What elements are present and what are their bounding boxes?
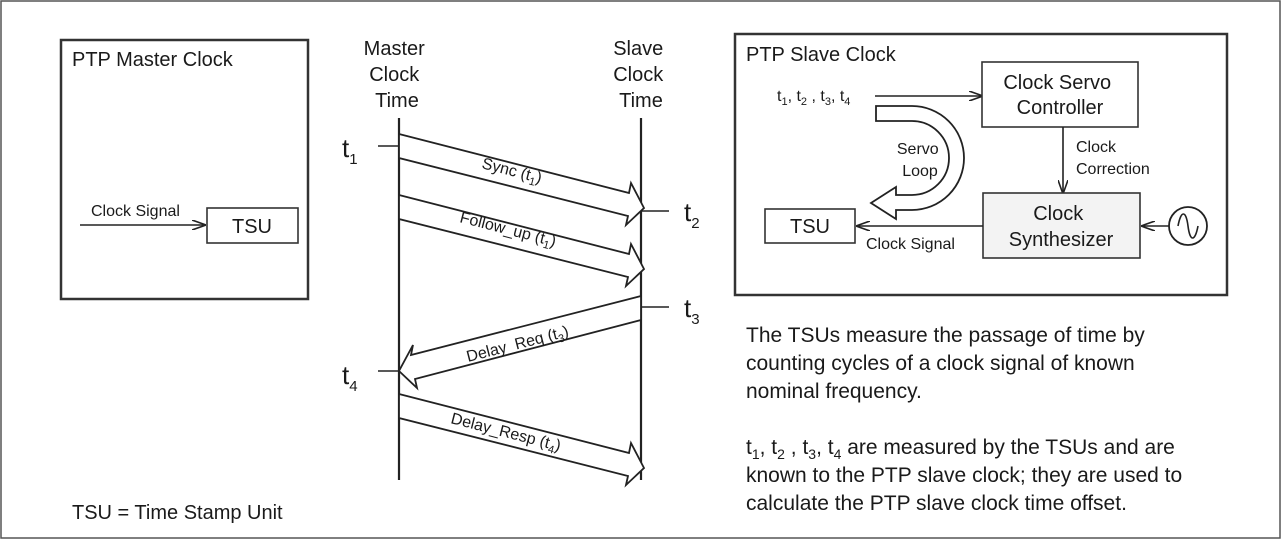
sync-message-arrow xyxy=(398,132,646,228)
clock-synthesizer-box xyxy=(982,192,1141,259)
follow-up-message-arrow xyxy=(398,193,646,289)
servo-controller-label: Clock Servo Controller xyxy=(1003,72,1116,119)
sine-wave-icon xyxy=(1177,213,1199,239)
timestamps-input-label: t1, t2 , t3, t4 xyxy=(777,88,850,108)
servo-controller-box xyxy=(981,61,1139,128)
master-tsu-label: TSU xyxy=(232,216,272,238)
description-paragraph-2-line-1: t1, t2 , t3, t4 are measured by the TSUs… xyxy=(746,436,1175,462)
delay-req-message-arrow xyxy=(397,294,642,391)
description-paragraph-1: The TSUs measure the passage of time by … xyxy=(746,324,1151,403)
slave-time-header: Slave Clock Time xyxy=(613,38,669,112)
master-clock-box: PTP Master Clock Clock Signal TSU xyxy=(59,38,310,301)
clock-synthesizer-label: Clock Synthesizer xyxy=(1009,203,1114,251)
slave-box-border xyxy=(733,32,1229,297)
servo-loop-arrow xyxy=(869,105,965,221)
slave-clock-signal-label: Clock Signal xyxy=(866,236,955,253)
servo-loop-label: Servo Loop xyxy=(897,141,943,180)
slave-box-title: PTP Slave Clock xyxy=(746,44,897,66)
master-time-header: Master Clock Time xyxy=(364,38,431,112)
clock-correction-label: Clock Correction xyxy=(1076,139,1150,178)
slave-tsu-box xyxy=(764,208,856,244)
slave-tsu-label: TSU xyxy=(790,216,830,238)
t1-label: t1 xyxy=(342,133,358,168)
t4-label: t4 xyxy=(342,360,358,395)
t2-label: t2 xyxy=(684,197,700,232)
master-clock-signal-label: Clock Signal xyxy=(91,203,180,220)
master-tsu-box xyxy=(206,207,299,244)
t3-label: t3 xyxy=(684,293,700,328)
delay-resp-message-arrow xyxy=(398,392,646,488)
description-paragraph-2: known to the PTP slave clock; they are u… xyxy=(746,464,1188,515)
description-text: The TSUs measure the passage of time by … xyxy=(746,324,1188,515)
slave-clock-box: PTP Slave Clock t1, t2 , t3, t4 Clock Se… xyxy=(733,32,1229,297)
tsu-footnote: TSU = Time Stamp Unit xyxy=(72,502,283,524)
timeline: Master Clock Time Slave Clock Time t1 t2… xyxy=(342,38,700,488)
master-box-border xyxy=(59,38,310,301)
master-box-title: PTP Master Clock xyxy=(72,49,234,71)
